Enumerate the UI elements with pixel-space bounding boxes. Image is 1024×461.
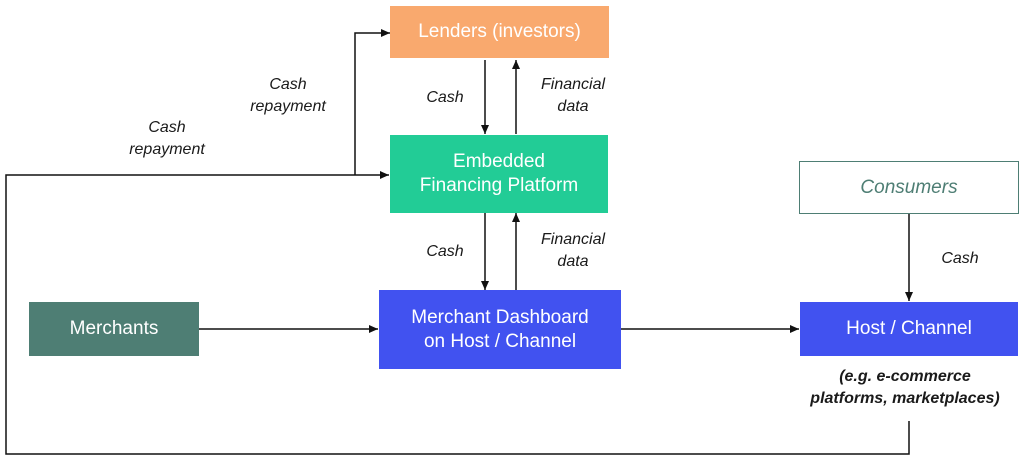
arrow-repayment-to-lenders [354, 29, 390, 175]
embedded-financing-platform-box: Embedded Financing Platform [390, 135, 608, 213]
host-label: Host / Channel [846, 318, 972, 340]
dashboard-label: Merchant Dashboard on Host / Channel [411, 306, 589, 352]
consumers-box: Consumers [799, 161, 1019, 214]
financial-data-upper-label: Financial data [540, 76, 606, 116]
cash-consumers-label: Cash [941, 250, 979, 267]
merchants-label: Merchants [69, 318, 159, 340]
cash-platform-label: Cash [426, 243, 464, 260]
financial-data-lower-label: Financial data [540, 231, 606, 271]
cash-repayment-upper-label: Cash repayment [250, 76, 326, 116]
cash-lenders-label: Cash [426, 89, 464, 106]
arrow-host-repayment-loop [5, 171, 910, 455]
lenders-label: Lenders (investors) [418, 21, 581, 43]
cash-repayment-lower-label: Cash repayment [129, 119, 205, 159]
consumers-label: Consumers [860, 176, 958, 198]
platform-label: Embedded Financing Platform [419, 151, 579, 196]
merchants-box: Merchants [29, 302, 199, 356]
host-channel-box: Host / Channel [800, 302, 1018, 356]
merchant-dashboard-box: Merchant Dashboard on Host / Channel [379, 290, 621, 369]
lenders-box: Lenders (investors) [390, 6, 609, 58]
host-examples-label: (e.g. e-commerce platforms, marketplaces… [810, 368, 1000, 408]
